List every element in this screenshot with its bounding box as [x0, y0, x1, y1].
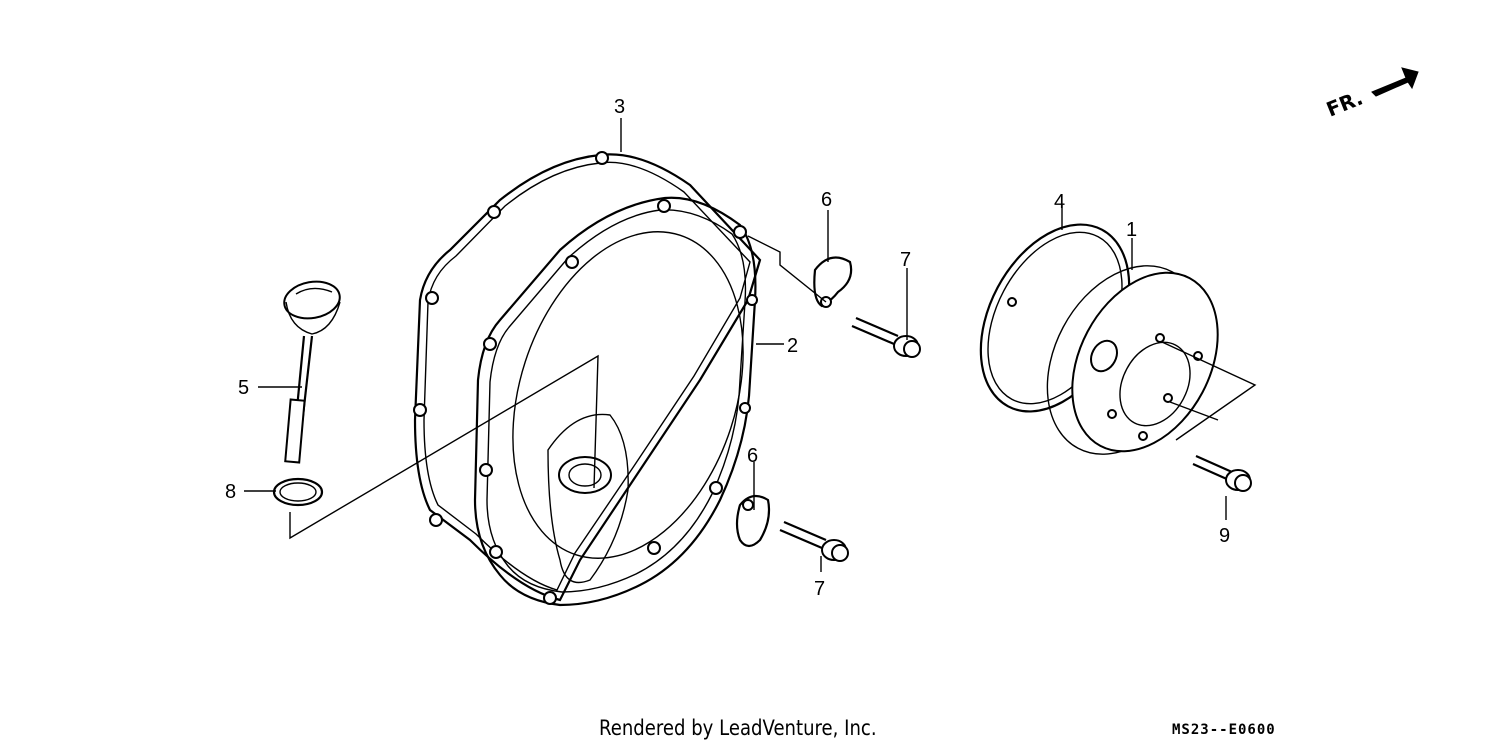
- bolt-lower-part-7[interactable]: [779, 520, 849, 562]
- front-direction-arrow-icon: [1371, 67, 1419, 97]
- callout-part-8: 8: [225, 481, 236, 503]
- callout-part-7-lower: 7: [814, 578, 825, 600]
- callout-part-6-upper: 6: [821, 189, 832, 211]
- callout-labels: 3 2 6 7 4 1 5 8 6 7 9: [225, 96, 1230, 600]
- render-credit: Rendered by LeadVenture, Inc.: [599, 716, 877, 740]
- callout-part-3: 3: [614, 96, 625, 118]
- front-direction-indicator: FR.: [1323, 67, 1419, 122]
- oil-dipstick-part-5[interactable]: [281, 277, 342, 464]
- callout-part-1: 1: [1126, 219, 1137, 241]
- cover-part-2[interactable]: [473, 196, 782, 607]
- callout-part-9: 9: [1219, 525, 1230, 547]
- outer-cover-part-1[interactable]: [1016, 239, 1247, 481]
- bolt-part-9[interactable]: [1192, 454, 1252, 492]
- o-ring-part-8[interactable]: [272, 477, 324, 507]
- leader-lines: [244, 118, 1257, 572]
- callout-part-6-lower: 6: [747, 445, 758, 467]
- callout-part-4: 4: [1054, 191, 1065, 213]
- callout-part-2: 2: [787, 335, 798, 357]
- diagram-code: MS23--E0600: [1172, 722, 1276, 738]
- clamp-upper-part-6[interactable]: [813, 256, 853, 308]
- bolt-upper-part-7[interactable]: [851, 316, 921, 358]
- orientation-label: FR.: [1323, 86, 1366, 122]
- clamp-lower-part-6[interactable]: [735, 494, 771, 548]
- gasket-part-3[interactable]: [413, 151, 762, 602]
- callout-part-7-upper: 7: [900, 249, 911, 271]
- callout-part-5: 5: [238, 377, 249, 399]
